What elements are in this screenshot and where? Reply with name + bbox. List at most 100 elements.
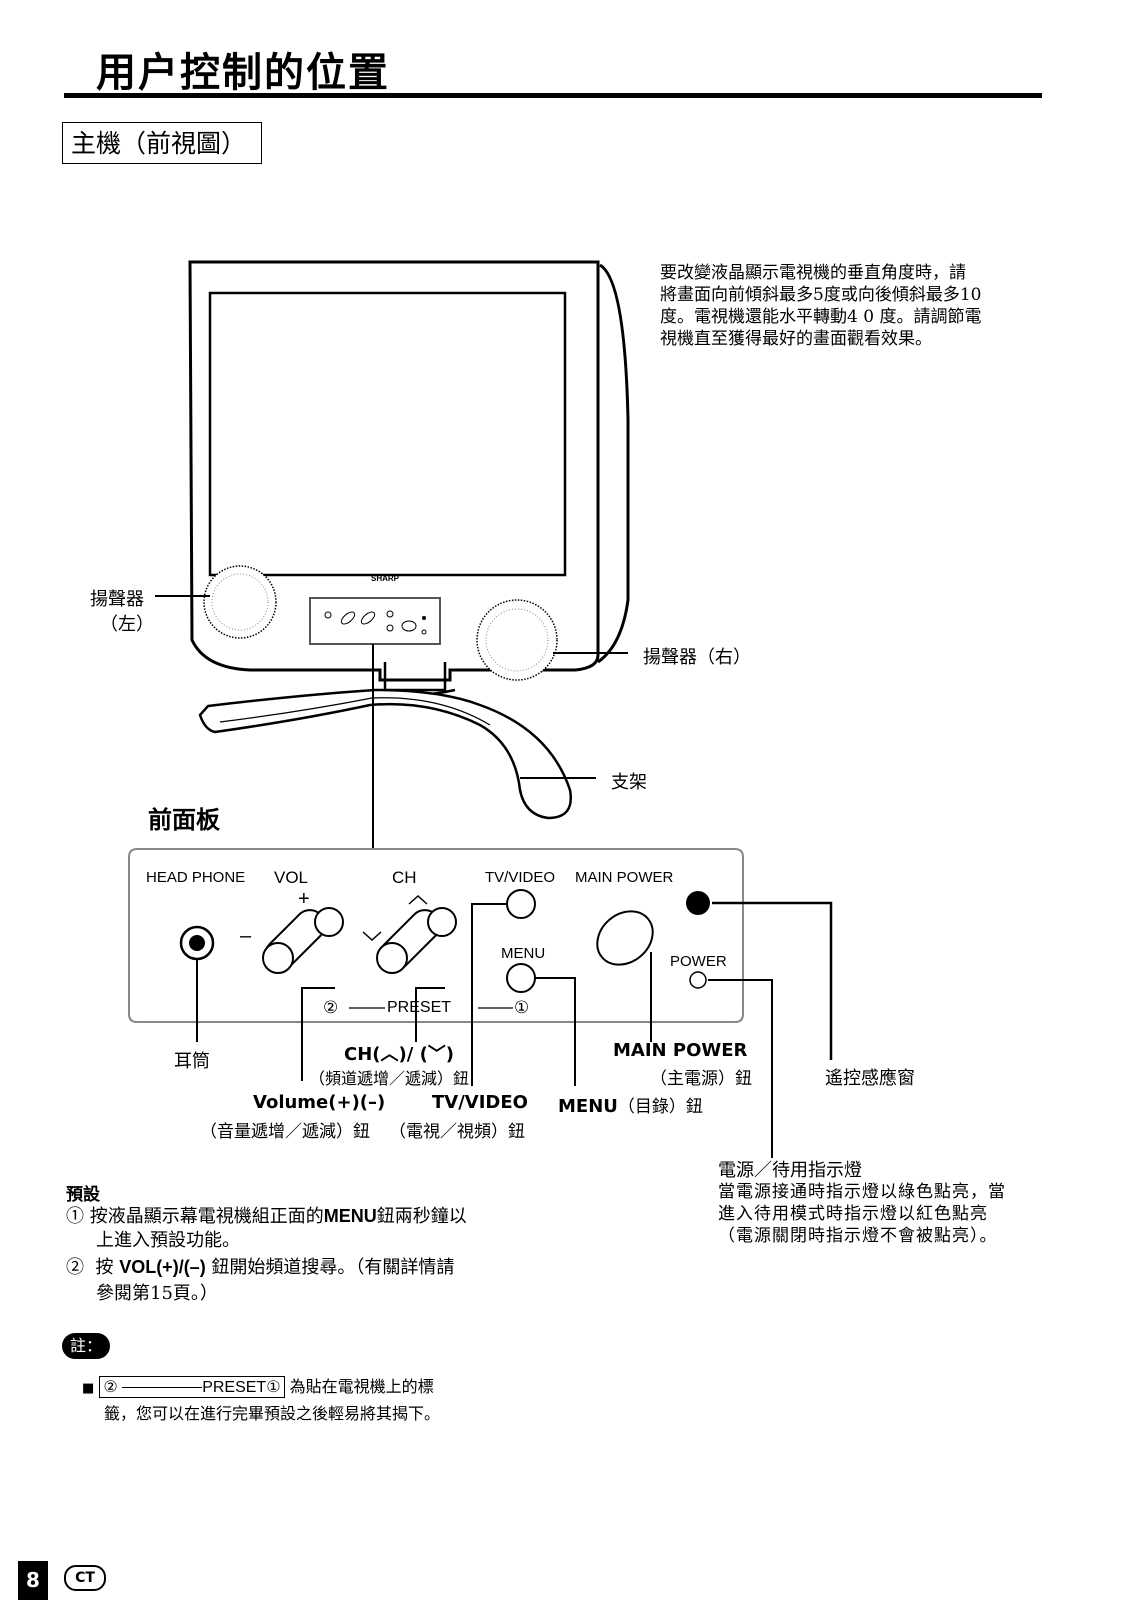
power-label: POWER — [670, 953, 727, 970]
preset-step-1: ① 按液晶顯示幕電視機組正面的MENU鈕兩秒鐘以 — [66, 1204, 546, 1229]
speaker-left-grille — [211, 573, 269, 631]
tv-button — [324, 611, 332, 619]
menu-callout: MENU（目錄）鈕 — [558, 1092, 703, 1117]
step-text: 鈕開始頻道搜尋。（有關詳情請 — [211, 1257, 455, 1278]
speaker-right-grille — [485, 608, 549, 672]
indicator-paragraph: 當電源接通時指示燈以綠色點亮，當 進入待用模式時指示燈以紅色點亮 （電源關閉時指… — [718, 1181, 1006, 1247]
ch-down-mark — [362, 931, 382, 942]
volume-callout-desc: （音量遞增／遞減）鈕 — [200, 1122, 370, 1142]
preset-steps: ① 按液晶顯示幕電視機組正面的MENU鈕兩秒鐘以 上進入預設功能。 ② 按 VO… — [66, 1204, 546, 1306]
preset-inline-one: ① — [266, 1379, 281, 1396]
tv-button — [421, 629, 427, 635]
menu-button — [506, 963, 536, 993]
vol-label: VOL — [274, 868, 309, 887]
leader-power-indicator — [708, 979, 773, 1158]
preset-inline-text: PRESET — [202, 1379, 267, 1396]
tv-side-edge — [597, 263, 630, 664]
preset-heading: 預設 — [66, 1185, 100, 1205]
headphone-label: HEAD PHONE — [146, 869, 246, 886]
note-bullet: ■ — [82, 1381, 95, 1396]
stand-label: 支架 — [611, 772, 647, 793]
mainpower-callout-desc: （主電源）鈕 — [650, 1069, 752, 1089]
preset-one: ① — [514, 998, 530, 1017]
ch-callout-desc: （頻道遞增／遞減）鈕 — [309, 1069, 470, 1088]
leader-ch — [415, 987, 445, 1042]
leader-remote-window — [712, 901, 833, 1060]
tv-control-area — [309, 597, 441, 645]
indicator-title: 電源／待用指示燈 — [718, 1160, 862, 1181]
indicator-line: （電源關閉時指示燈不會被點亮）。 — [718, 1226, 998, 1246]
speaker-right — [476, 599, 558, 681]
tvvideo-label: TV/VIDEO — [485, 869, 556, 886]
tv-button — [386, 624, 394, 632]
intro-line: 將畫面向前傾斜最多5度或向後傾斜最多10 — [660, 285, 982, 305]
intro-line: 度。電視機還能水平轉動4 0 度。請調節電 — [660, 307, 982, 327]
page-number: 8 — [18, 1561, 48, 1600]
earphone-label: 耳筒 — [174, 1051, 210, 1072]
ch-callout-name: CH(︿)/ (﹀) — [344, 1044, 455, 1065]
tv-neck — [383, 662, 447, 692]
mainpower-callout-name: MAIN POWER — [613, 1040, 748, 1061]
vol-minus-label: – — [240, 925, 252, 947]
step-key: MENU — [323, 1206, 377, 1226]
ch-up-mark — [408, 894, 428, 905]
tv-indicator — [422, 616, 426, 620]
language-badge: CT — [64, 1565, 106, 1591]
menu-callout-name: MENU — [558, 1096, 618, 1117]
step-text: 按 — [95, 1257, 114, 1278]
ch-label: CH — [392, 868, 417, 887]
step-text: 鈕兩秒鐘以 — [376, 1206, 467, 1227]
note-line-2: 籤，您可以在進行完畢預設之後輕易將其揭下。 — [104, 1404, 441, 1423]
brand-logo: SHARP — [371, 574, 400, 583]
front-panel-heading: 前面板 — [148, 806, 220, 834]
leader-menu — [535, 977, 576, 1086]
preset-step-2: ② 按 VOL(+)/(–) 鈕開始頻道搜尋。（有關詳情請 — [66, 1253, 546, 1282]
tv-button — [386, 610, 394, 618]
main-power-label: MAIN POWER — [575, 869, 674, 886]
title-rule — [64, 93, 1042, 98]
intro-line: 要改變液晶顯示電視機的垂直角度時，請 — [660, 263, 966, 283]
preset-inline-label: ② PRESET① — [99, 1376, 285, 1398]
tv-button — [340, 611, 356, 625]
remote-window-label: 遙控感應窗 — [825, 1068, 915, 1089]
tv-button — [360, 611, 376, 625]
main-power-button — [596, 910, 654, 966]
note-line-1: ■ ② PRESET① 為貼在電視機上的標 — [82, 1373, 434, 1398]
page-title: 用户控制的位置 — [96, 50, 390, 96]
preset-inline-two: ② — [103, 1379, 118, 1396]
step-number: ② — [66, 1257, 84, 1278]
tv-screen — [208, 291, 567, 577]
step-number: ① — [66, 1206, 84, 1227]
tvvideo-callout-name: TV/VIDEO — [432, 1092, 528, 1113]
headphone-jack-center — [189, 935, 205, 951]
tvvideo-button — [506, 889, 536, 919]
remote-sensor — [686, 891, 710, 915]
tvvideo-callout-desc: （電視／視頻）鈕 — [389, 1122, 525, 1142]
tv-button — [401, 620, 417, 632]
leader-volume — [301, 987, 335, 1081]
tv-stand — [198, 688, 572, 820]
volume-callout-name: Volume(+)(–) — [253, 1092, 386, 1113]
speaker-right-label: 揚聲器（右） — [643, 647, 751, 668]
indicator-line: 進入待用模式時指示燈以紅色點亮 — [718, 1204, 988, 1224]
menu-callout-desc: （目錄）鈕 — [617, 1097, 703, 1117]
note-text: 為貼在電視機上的標 — [289, 1377, 434, 1396]
preset-label: PRESET — [387, 999, 452, 1016]
menu-label: MENU — [501, 945, 546, 962]
section-heading: 主機（前視圖） — [62, 122, 262, 164]
power-indicator — [689, 971, 707, 989]
intro-line: 視機直至獲得最好的畫面觀看效果。 — [660, 329, 932, 349]
intro-paragraph: 要改變液晶顯示電視機的垂直角度時，請 將畫面向前傾斜最多5度或向後傾斜最多10 … — [660, 262, 981, 350]
preset-two: ② — [323, 998, 339, 1017]
note-badge: 註： — [62, 1333, 110, 1359]
vol-plus-label: + — [298, 888, 310, 910]
preset-step-1-cont: 上進入預設功能。 — [96, 1230, 240, 1251]
step-text: 按液晶顯示幕電視機組正面的 — [89, 1206, 324, 1227]
speaker-left-label: 揚聲器 — [90, 589, 144, 610]
leader-tvvideo — [471, 903, 507, 1086]
indicator-line: 當電源接通時指示燈以綠色點亮，當 — [718, 1182, 1006, 1202]
speaker-left-label-side: （左） — [100, 614, 154, 635]
speaker-left — [203, 565, 277, 639]
step-key: VOL(+)/(–) — [119, 1257, 206, 1277]
